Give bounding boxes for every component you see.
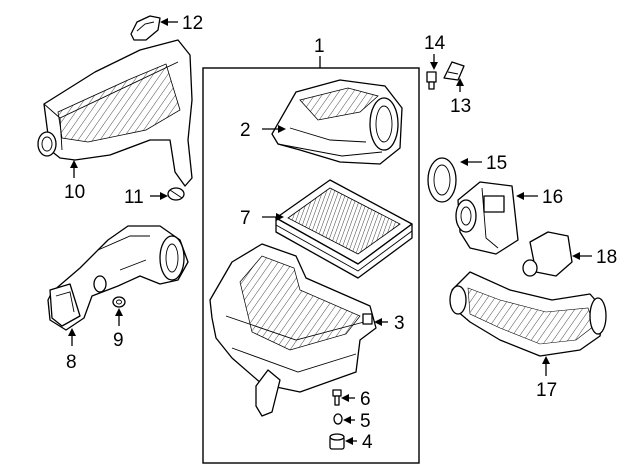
callout-16: 16 [542, 187, 563, 208]
part-2-cover [271, 79, 403, 165]
callout-9: 9 [113, 330, 124, 351]
part-5-grommet [333, 413, 343, 425]
callout-labels: 1 2 3 4 5 6 7 8 9 10 11 12 13 14 15 16 1… [64, 13, 617, 453]
part-14-sensor [426, 71, 437, 90]
callout-4: 4 [362, 432, 373, 453]
callout-1: 1 [314, 36, 325, 57]
callout-13: 13 [450, 96, 471, 117]
part-17-air-hose [449, 271, 607, 357]
part-8-intake-hose [47, 225, 189, 331]
part-3-housing [209, 243, 377, 417]
callout-7: 7 [240, 208, 251, 229]
part-9-washer [112, 296, 126, 308]
callout-15: 15 [486, 153, 507, 174]
part-7-filter [275, 179, 413, 279]
part-6-bolt [332, 389, 342, 406]
callout-6: 6 [360, 389, 371, 410]
callout-3: 3 [394, 313, 405, 334]
part-4-insulator [329, 433, 345, 450]
part-12-grommet [130, 15, 161, 41]
callout-18: 18 [596, 247, 617, 268]
part-18-boot [522, 231, 573, 277]
callout-11: 11 [124, 187, 144, 208]
callout-8: 8 [66, 352, 77, 373]
part-16-maf-sensor [455, 181, 519, 255]
part-11-clip [167, 187, 185, 201]
part-13-clip [443, 61, 465, 81]
part-15-seal [427, 157, 457, 203]
callout-10: 10 [64, 182, 85, 203]
callout-5: 5 [360, 411, 371, 432]
callout-12: 12 [182, 13, 203, 34]
part-10-resonator [37, 39, 193, 187]
leader-lines [68, 18, 592, 445]
callout-14: 14 [424, 33, 446, 54]
callout-17: 17 [536, 380, 557, 401]
callout-2: 2 [240, 120, 251, 141]
kit-frame [202, 67, 420, 464]
